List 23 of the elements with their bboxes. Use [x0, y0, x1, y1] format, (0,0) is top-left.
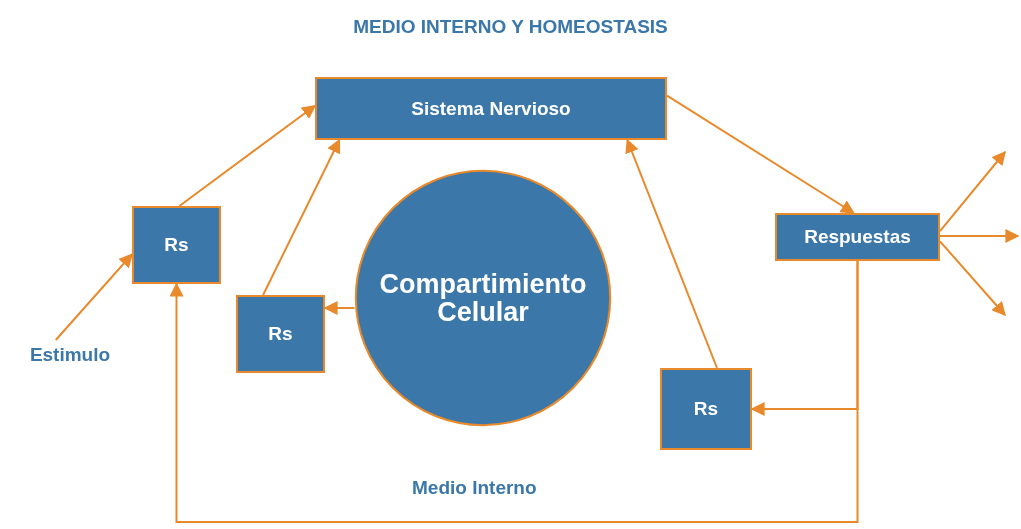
process-box — [660, 368, 752, 450]
arrow — [178, 104, 317, 207]
node-label: Sistema Nervioso — [411, 97, 571, 120]
process-box — [775, 213, 940, 261]
arrow — [939, 240, 1006, 317]
arrow — [54, 253, 133, 341]
stimulus-label: Estimulo — [29, 344, 111, 366]
node-label: Compartimiento Celular — [378, 269, 588, 327]
area-label: Medio Interno — [412, 477, 537, 499]
arrow — [169, 260, 859, 523]
process-box — [132, 206, 221, 284]
arrow — [625, 138, 718, 369]
arrow — [666, 94, 855, 214]
process-box — [236, 295, 325, 373]
node-label: Rs — [268, 323, 293, 345]
node-label: Respuestas — [804, 226, 911, 248]
title: MEDIO INTERNO Y HOMEOSTASIS — [352, 16, 669, 38]
process-box — [315, 77, 667, 140]
arrow — [939, 229, 1020, 243]
node-label: Rs — [693, 398, 719, 420]
node-label: Rs — [164, 234, 189, 256]
arrow — [262, 138, 341, 296]
arrow — [939, 150, 1006, 233]
